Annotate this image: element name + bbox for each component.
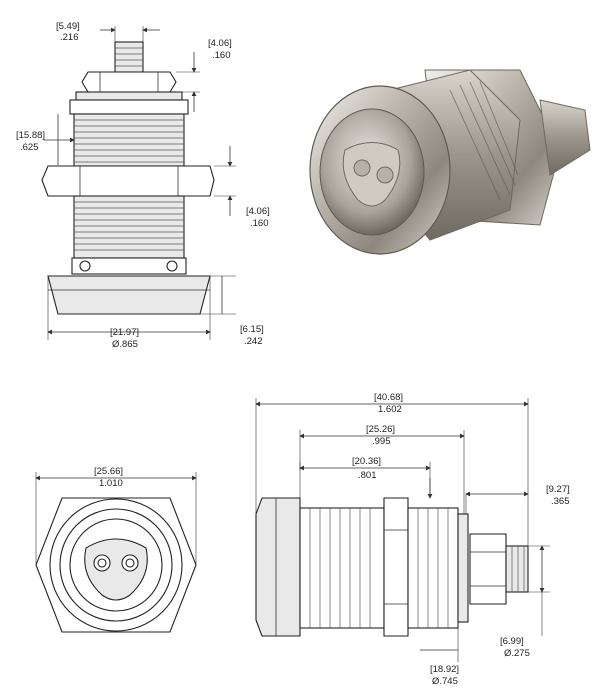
grip-length-in: .801 — [358, 470, 377, 481]
bezel — [47, 275, 211, 315]
nut2-height-mm: [4.06] — [246, 206, 270, 217]
side-small-nut — [469, 533, 507, 605]
thread-dia-mm: [15.88] — [16, 130, 45, 141]
stud-width-in: .216 — [60, 32, 79, 43]
cam-dia-in: Ø.745 — [432, 676, 458, 687]
thread-dia-in: .625 — [20, 142, 39, 153]
cam-lock-render — [309, 69, 591, 255]
side-cam-plate — [457, 513, 469, 623]
grip-length-mm: [20.36] — [352, 456, 381, 467]
nut-height-mm: [4.06] — [208, 38, 232, 49]
side-view-top: [5.49] .216 [4.06] .160 [15.88] .625 [4.… — [16, 21, 270, 350]
front-view: [25.66] 1.010 — [35, 466, 197, 633]
side-view-bottom: [40.68] 1.602 [25.26] .995 [20.36] .801 … — [255, 392, 570, 687]
side-threaded-body — [299, 507, 385, 629]
side-stud — [505, 545, 529, 593]
large-hex-nut — [41, 165, 215, 197]
body-length-mm: [25.26] — [366, 424, 395, 435]
bezel-dia-mm: [21.97] — [110, 327, 139, 338]
threaded-stud — [114, 41, 144, 73]
retainer-ring — [71, 257, 187, 275]
stud-length-mm: [9.27] — [546, 484, 570, 495]
bezel-dia-in: Ø.865 — [112, 339, 138, 350]
nut2-height-in: .160 — [250, 218, 269, 229]
side-bezel — [255, 497, 301, 637]
render-keyway — [342, 142, 401, 207]
stud-length-in: .365 — [551, 496, 570, 507]
stud-dia-in: Ø.275 — [504, 648, 530, 659]
render-stud — [539, 99, 591, 176]
stud-dia-mm: [6.99] — [500, 636, 524, 647]
stud-width-mm: [5.49] — [56, 21, 80, 32]
overall-length-mm: [40.68] — [374, 392, 403, 403]
front-keyway — [84, 538, 148, 601]
threaded-body-upper — [73, 113, 185, 167]
small-hex-nut — [81, 71, 177, 93]
hex-across-mm: [25.66] — [94, 466, 123, 477]
side-hex-nut — [383, 497, 409, 637]
side-threaded-body-rear — [407, 507, 459, 629]
bezel-height-in: .242 — [244, 336, 263, 347]
stud-threads — [115, 47, 143, 67]
washer — [75, 91, 183, 101]
nut-height-in: .160 — [212, 50, 231, 61]
cam-plate — [69, 99, 189, 115]
bezel-height-mm: [6.15] — [240, 324, 264, 335]
hex-across-in: 1.010 — [99, 478, 123, 489]
threaded-body-lower — [73, 195, 185, 259]
body-length-in: .995 — [372, 436, 391, 447]
cam-dia-mm: [18.92] — [430, 664, 459, 675]
overall-length-in: 1.602 — [378, 404, 402, 415]
